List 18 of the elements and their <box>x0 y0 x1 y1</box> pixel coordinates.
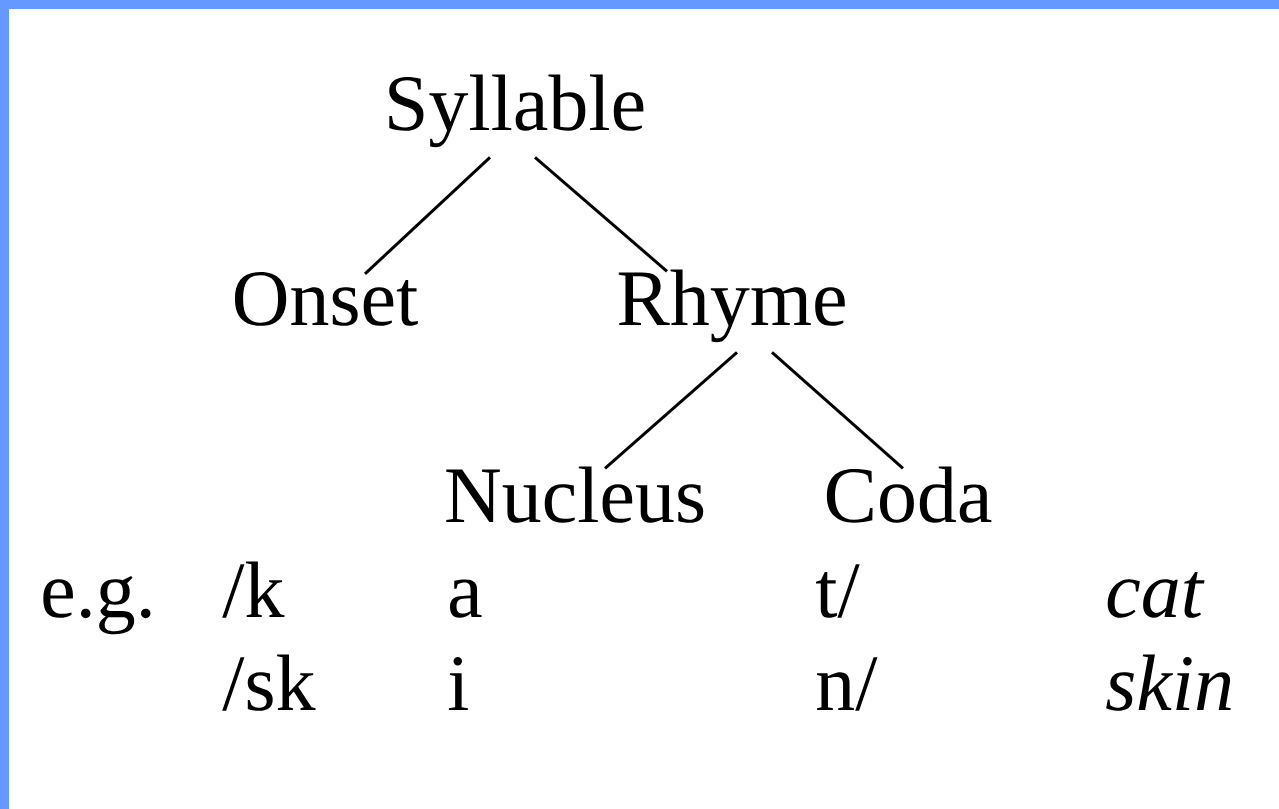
tree-label: Coda <box>826 466 992 523</box>
tree-branch <box>534 156 668 273</box>
tree-label: Syllable <box>389 74 644 148</box>
example-text: /sk <box>222 654 316 711</box>
example-text: cat <box>1107 571 1205 618</box>
example-text: e.g. <box>43 575 151 635</box>
tree-branch <box>771 351 904 470</box>
tree-label: Onset <box>234 272 418 326</box>
example-text: i <box>448 657 468 710</box>
example-text: t/ <box>816 564 860 618</box>
tree-branch <box>364 156 492 275</box>
example-text: /k <box>222 561 285 618</box>
tree-label: Nucleus <box>446 466 704 523</box>
example-text: skin <box>1106 654 1231 711</box>
example-text: n/ <box>817 657 878 711</box>
tree-branch <box>604 351 738 470</box>
example-text: a <box>450 579 482 618</box>
tree-label: Rhyme <box>618 269 845 343</box>
